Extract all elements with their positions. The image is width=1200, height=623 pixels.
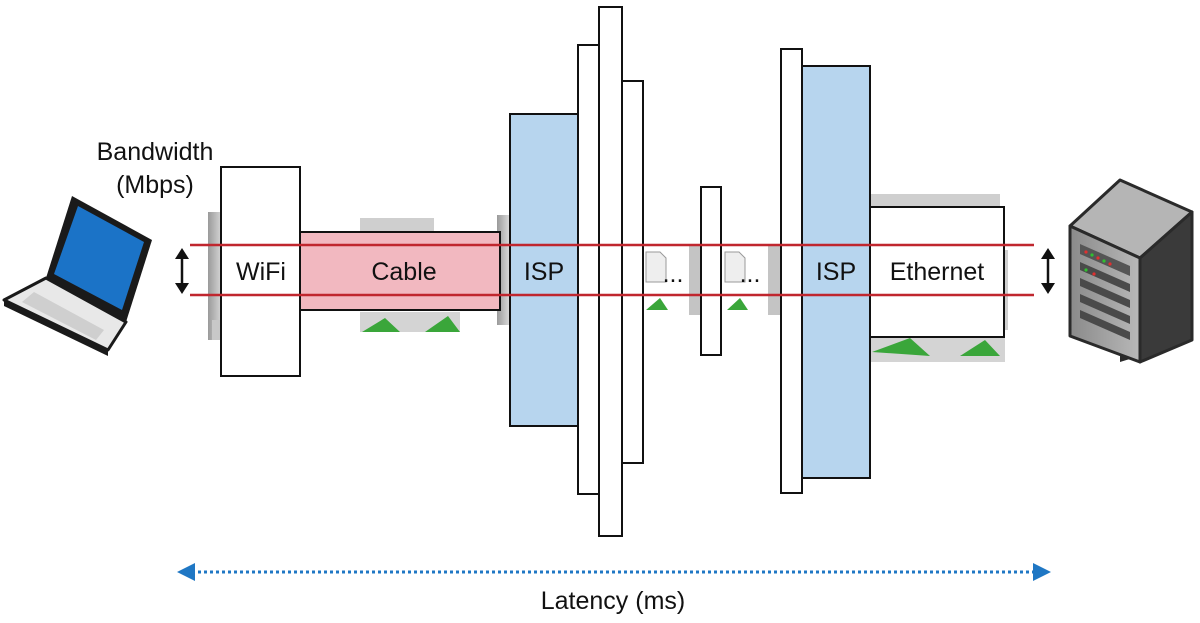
backbone-plate (780, 48, 803, 494)
laptop-icon (2, 196, 152, 356)
ethernet-label: Ethernet (890, 258, 985, 286)
server-icon (1068, 178, 1194, 364)
bandwidth-label: Bandwidth (97, 138, 214, 166)
bandwidth-arrow-left (175, 248, 189, 294)
backbone-plate (621, 80, 644, 464)
backbone-plate (700, 186, 722, 356)
isp-left-segment (509, 113, 579, 427)
ethernet-segment (869, 206, 1005, 338)
cable-label: Cable (371, 258, 436, 286)
ellipsis-left: ... (663, 260, 684, 288)
isp-left-label: ISP (524, 258, 564, 286)
backbone-plate (577, 44, 601, 495)
backbone-plate (598, 6, 623, 537)
broken-image-icon (870, 194, 1008, 362)
isp-right-label: ISP (816, 258, 856, 286)
bandwidth-unit-label: (Mbps) (116, 171, 194, 199)
broken-image-icon (689, 245, 748, 315)
latency-label: Latency (ms) (541, 587, 685, 615)
bandwidth-arrow-right (1041, 248, 1055, 294)
ellipsis-right: ... (740, 260, 761, 288)
wifi-segment (220, 166, 301, 377)
wifi-label: WiFi (236, 258, 286, 286)
broken-image-icon (360, 218, 460, 332)
